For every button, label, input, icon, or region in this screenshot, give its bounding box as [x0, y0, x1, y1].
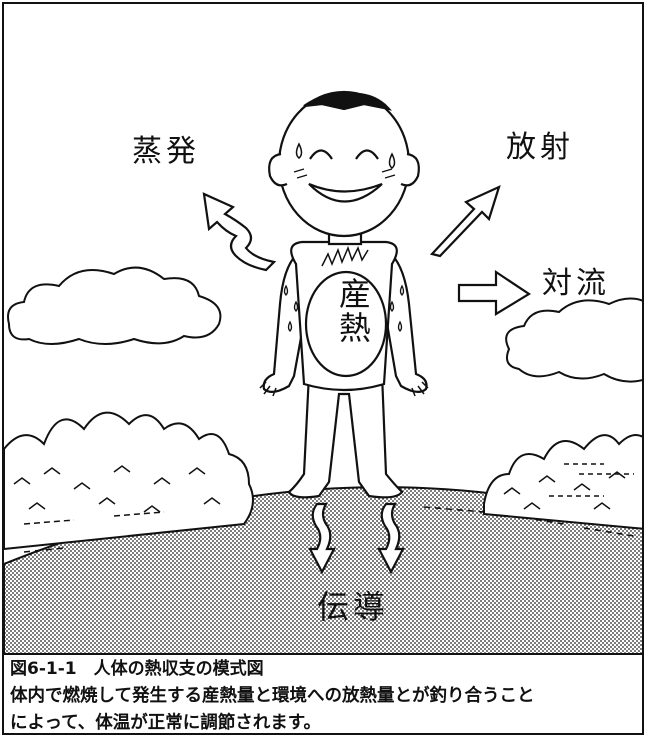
figure-caption: 図6-1-1 人体の熱収支の模式図 体内で燃焼して発生する産熱量と環境への放熱量… — [10, 654, 640, 733]
label-conduction: 伝導 — [317, 588, 390, 626]
illustration — [4, 90, 642, 655]
radiation-arrow — [429, 184, 501, 258]
label-evaporation: 蒸発 — [132, 134, 200, 169]
right-cloud — [505, 297, 642, 383]
left-bushes — [4, 411, 254, 551]
evaporation-arrow — [202, 192, 277, 272]
person — [259, 90, 429, 499]
right-bushes — [483, 434, 642, 530]
left-cloud — [7, 266, 222, 345]
caption-line-1: 体内で燃焼して発生する産熱量と環境への放熱量とが釣り合うこと — [10, 686, 535, 706]
caption-title: 図6-1-1 人体の熱収支の模式図 — [10, 659, 264, 679]
label-convection: 対流 — [542, 266, 610, 301]
convection-arrow — [457, 269, 532, 316]
caption-line-2: によって、体温が正常に調節されます。 — [10, 713, 321, 733]
label-radiation: 放射 — [506, 130, 574, 165]
conduction-arrows — [308, 502, 405, 575]
label-heat-production: 産熱 — [334, 277, 372, 345]
